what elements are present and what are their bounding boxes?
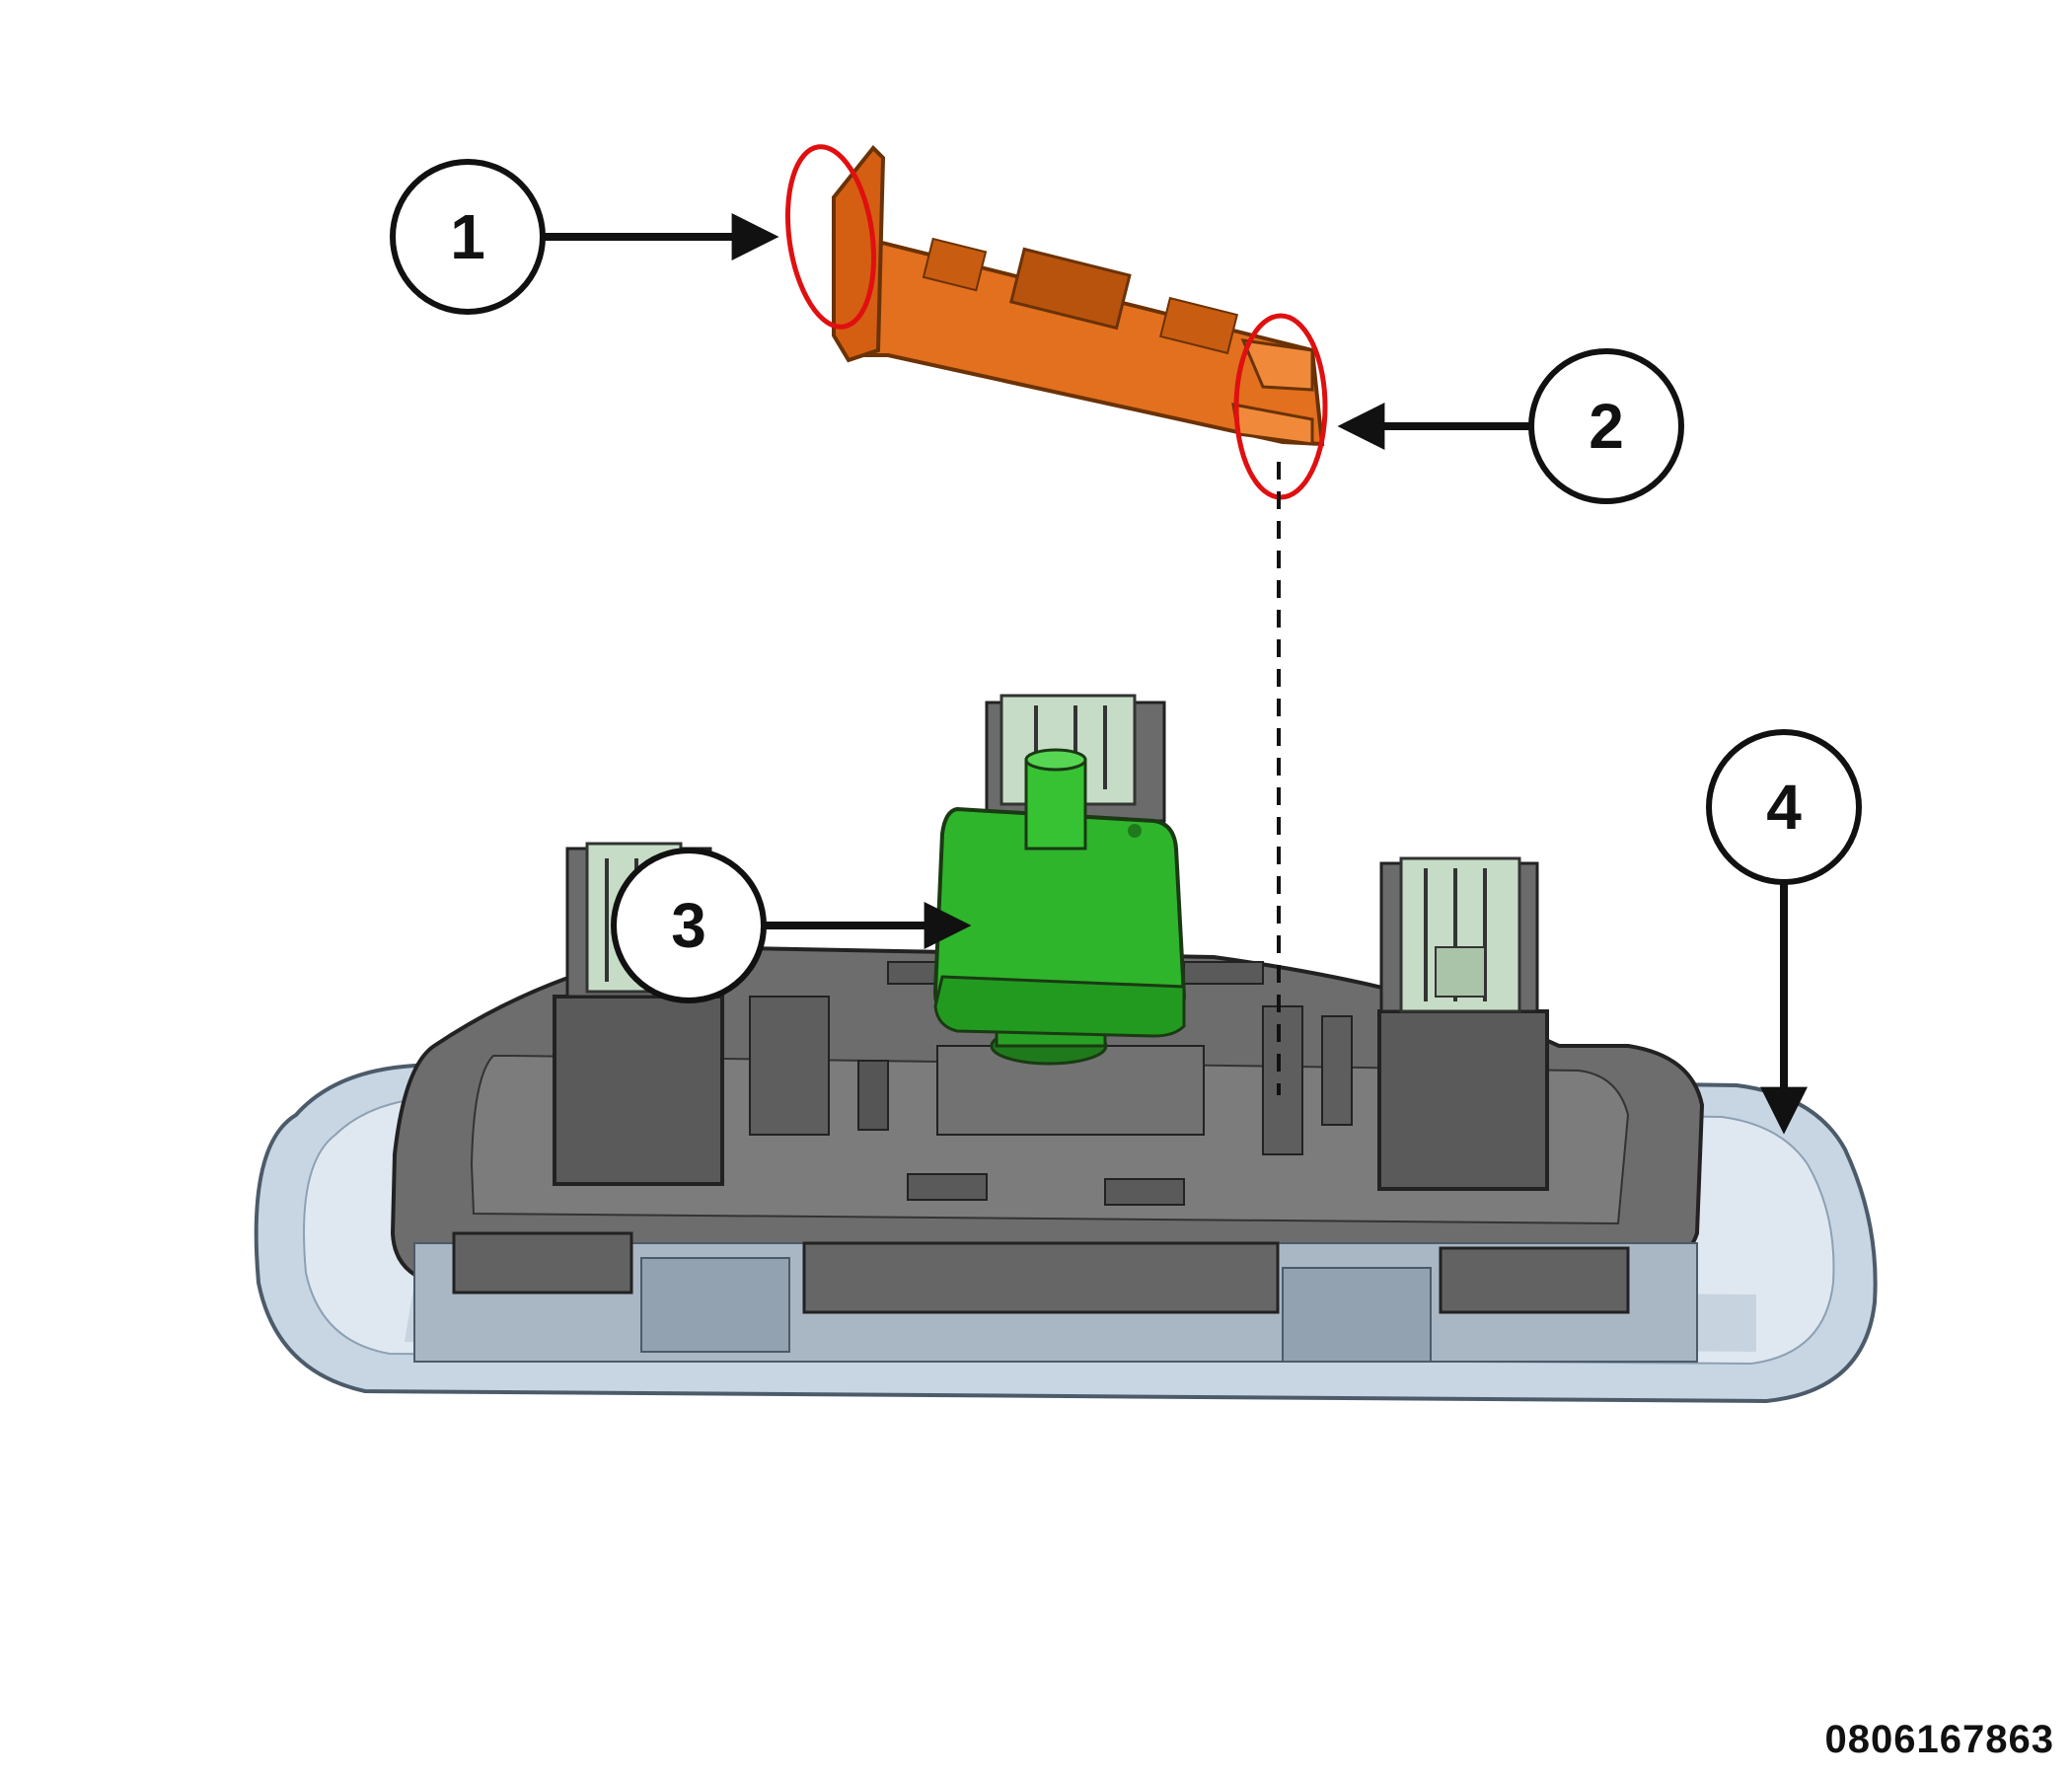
right-tower [1377,856,1549,1191]
callout-1: 1 [390,159,546,315]
highlight-circle-1 [784,144,877,330]
callout-3-label: 3 [671,890,706,961]
orange-bracket [831,145,1325,447]
callout-3: 3 [611,848,767,1003]
callout-2-label: 2 [1589,391,1624,462]
lamp-housing [390,944,1705,1363]
callout-2: 2 [1528,348,1684,504]
callout-1-label: 1 [450,201,485,272]
figure-id: 0806167863 [1824,1718,2054,1761]
callout-4: 4 [1706,729,1862,885]
callout-4-label: 4 [1766,772,1802,843]
green-module [932,748,1187,1066]
